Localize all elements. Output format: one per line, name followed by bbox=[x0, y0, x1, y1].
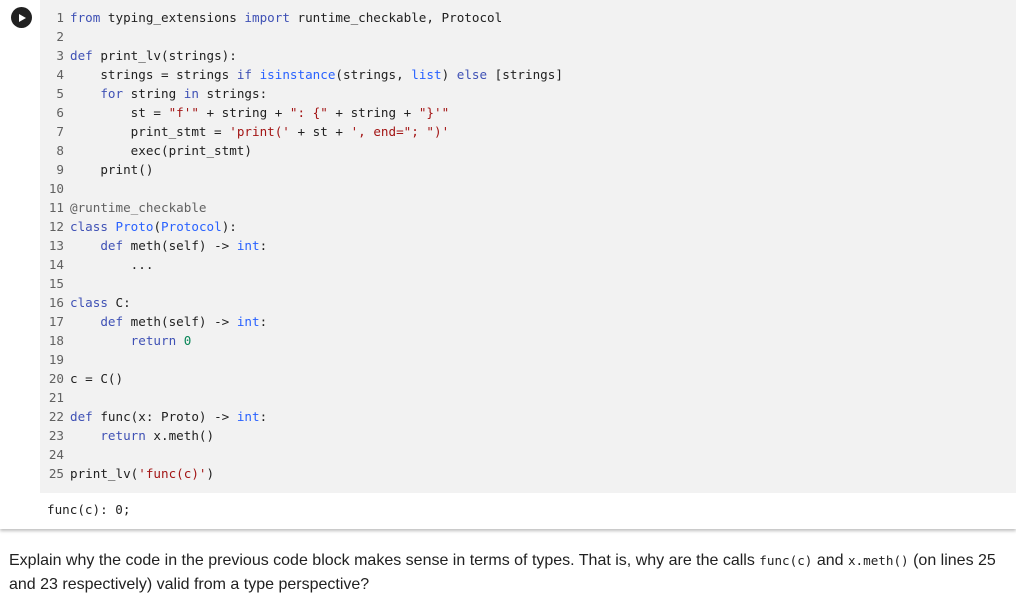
line-number: 18 bbox=[48, 333, 64, 348]
code-text: return 0 bbox=[130, 333, 192, 348]
line-number: 17 bbox=[48, 314, 64, 329]
code-text: @runtime_checkable bbox=[70, 200, 207, 215]
code-text: print_stmt = 'print(' + st + ', end="; "… bbox=[70, 124, 450, 139]
line-number: 11 bbox=[48, 200, 64, 215]
code-text: from typing_extensions import runtime_ch… bbox=[70, 10, 503, 25]
line-number: 15 bbox=[48, 276, 64, 291]
code-text: print_lv('func(c)') bbox=[70, 466, 215, 481]
line-number: 24 bbox=[48, 447, 64, 462]
line-number: 23 bbox=[48, 428, 64, 443]
code-line: 13 def meth(self) -> int: bbox=[40, 236, 1016, 255]
line-number: 3 bbox=[56, 48, 64, 63]
code-line: 5 for string in strings: bbox=[40, 84, 1016, 103]
cell-gutter bbox=[0, 0, 40, 529]
code-text: ... bbox=[70, 257, 154, 272]
line-number: 8 bbox=[56, 143, 64, 158]
code-line: 12 class Proto(Protocol): bbox=[40, 217, 1016, 236]
line-number: 22 bbox=[48, 409, 64, 424]
inline-code-func-c: func(c) bbox=[759, 553, 813, 568]
code-text: for string in strings: bbox=[100, 86, 268, 101]
code-line: 1 from typing_extensions import runtime_c… bbox=[40, 8, 1016, 27]
code-text: class C: bbox=[70, 295, 131, 310]
code-line: 22 def func(x: Proto) -> int: bbox=[40, 407, 1016, 426]
code-line: 8 exec(print_stmt) bbox=[40, 141, 1016, 160]
code-line: 15 bbox=[40, 274, 1016, 293]
code-line: 3 def print_lv(strings): bbox=[40, 46, 1016, 65]
cell-output: func(c): 0; bbox=[40, 493, 1016, 529]
line-number: 13 bbox=[48, 238, 64, 253]
code-text: def print_lv(strings): bbox=[70, 48, 237, 63]
question-part-2: and bbox=[812, 552, 848, 569]
code-line: 21 bbox=[40, 388, 1016, 407]
code-line: 9 print() bbox=[40, 160, 1016, 179]
code-text: c = C() bbox=[70, 371, 124, 386]
question-part-1: Explain why the code in the previous cod… bbox=[9, 552, 760, 569]
line-number: 4 bbox=[56, 67, 64, 82]
line-number: 19 bbox=[48, 352, 64, 367]
line-number: 1 bbox=[56, 10, 64, 25]
line-number: 16 bbox=[48, 295, 64, 310]
code-text: strings = strings if isinstance(strings,… bbox=[70, 67, 563, 82]
line-number: 6 bbox=[56, 105, 64, 120]
code-line: 20 c = C() bbox=[40, 369, 1016, 388]
code-line: 11 @runtime_checkable bbox=[40, 198, 1016, 217]
line-number: 20 bbox=[48, 371, 64, 386]
line-number: 10 bbox=[48, 181, 64, 196]
code-text: def meth(self) -> int: bbox=[100, 238, 268, 253]
code-line: 10 bbox=[40, 179, 1016, 198]
code-line: 25 print_lv('func(c)') bbox=[40, 464, 1016, 483]
run-cell-button[interactable] bbox=[11, 7, 32, 28]
code-line: 2 bbox=[40, 27, 1016, 46]
line-number: 2 bbox=[56, 29, 64, 44]
code-line: 16 class C: bbox=[40, 293, 1016, 312]
code-line: 7 print_stmt = 'print(' + st + ', end=";… bbox=[40, 122, 1016, 141]
code-line: 6 st = "f'" + string + ": {" + string + … bbox=[40, 103, 1016, 122]
code-text: class Proto(Protocol): bbox=[70, 219, 237, 234]
code-text: return x.meth() bbox=[100, 428, 215, 443]
inline-code-x-meth: x.meth() bbox=[847, 553, 909, 568]
code-text: def func(x: Proto) -> int: bbox=[70, 409, 268, 424]
question-part-3: (on lines 25 and 23 respectively) valid … bbox=[9, 552, 996, 593]
code-cell[interactable]: 1 from typing_extensions import runtime_c… bbox=[0, 0, 1016, 529]
line-number: 21 bbox=[48, 390, 64, 405]
line-number: 14 bbox=[48, 257, 64, 272]
code-line: 23 return x.meth() bbox=[40, 426, 1016, 445]
output-text: func(c): 0; bbox=[47, 502, 131, 517]
code-text: def meth(self) -> int: bbox=[100, 314, 268, 329]
line-number: 12 bbox=[48, 219, 64, 234]
line-number: 7 bbox=[56, 124, 64, 139]
line-number: 5 bbox=[56, 86, 64, 101]
code-line: 19 bbox=[40, 350, 1016, 369]
code-line: 18 return 0 bbox=[40, 331, 1016, 350]
question-text: Explain why the code in the previous cod… bbox=[9, 549, 1009, 597]
line-number: 25 bbox=[48, 466, 64, 481]
play-icon bbox=[18, 13, 26, 22]
code-line: 4 strings = strings if isinstance(string… bbox=[40, 65, 1016, 84]
code-line: 24 bbox=[40, 445, 1016, 464]
code-text: print() bbox=[70, 162, 154, 177]
code-text: exec(print_stmt) bbox=[70, 143, 252, 158]
code-line: 14 ... bbox=[40, 255, 1016, 274]
code-editor[interactable]: 1 from typing_extensions import runtime_c… bbox=[40, 0, 1016, 493]
code-text: st = "f'" + string + ": {" + string + "}… bbox=[70, 105, 450, 120]
code-line: 17 def meth(self) -> int: bbox=[40, 312, 1016, 331]
line-number: 9 bbox=[56, 162, 64, 177]
